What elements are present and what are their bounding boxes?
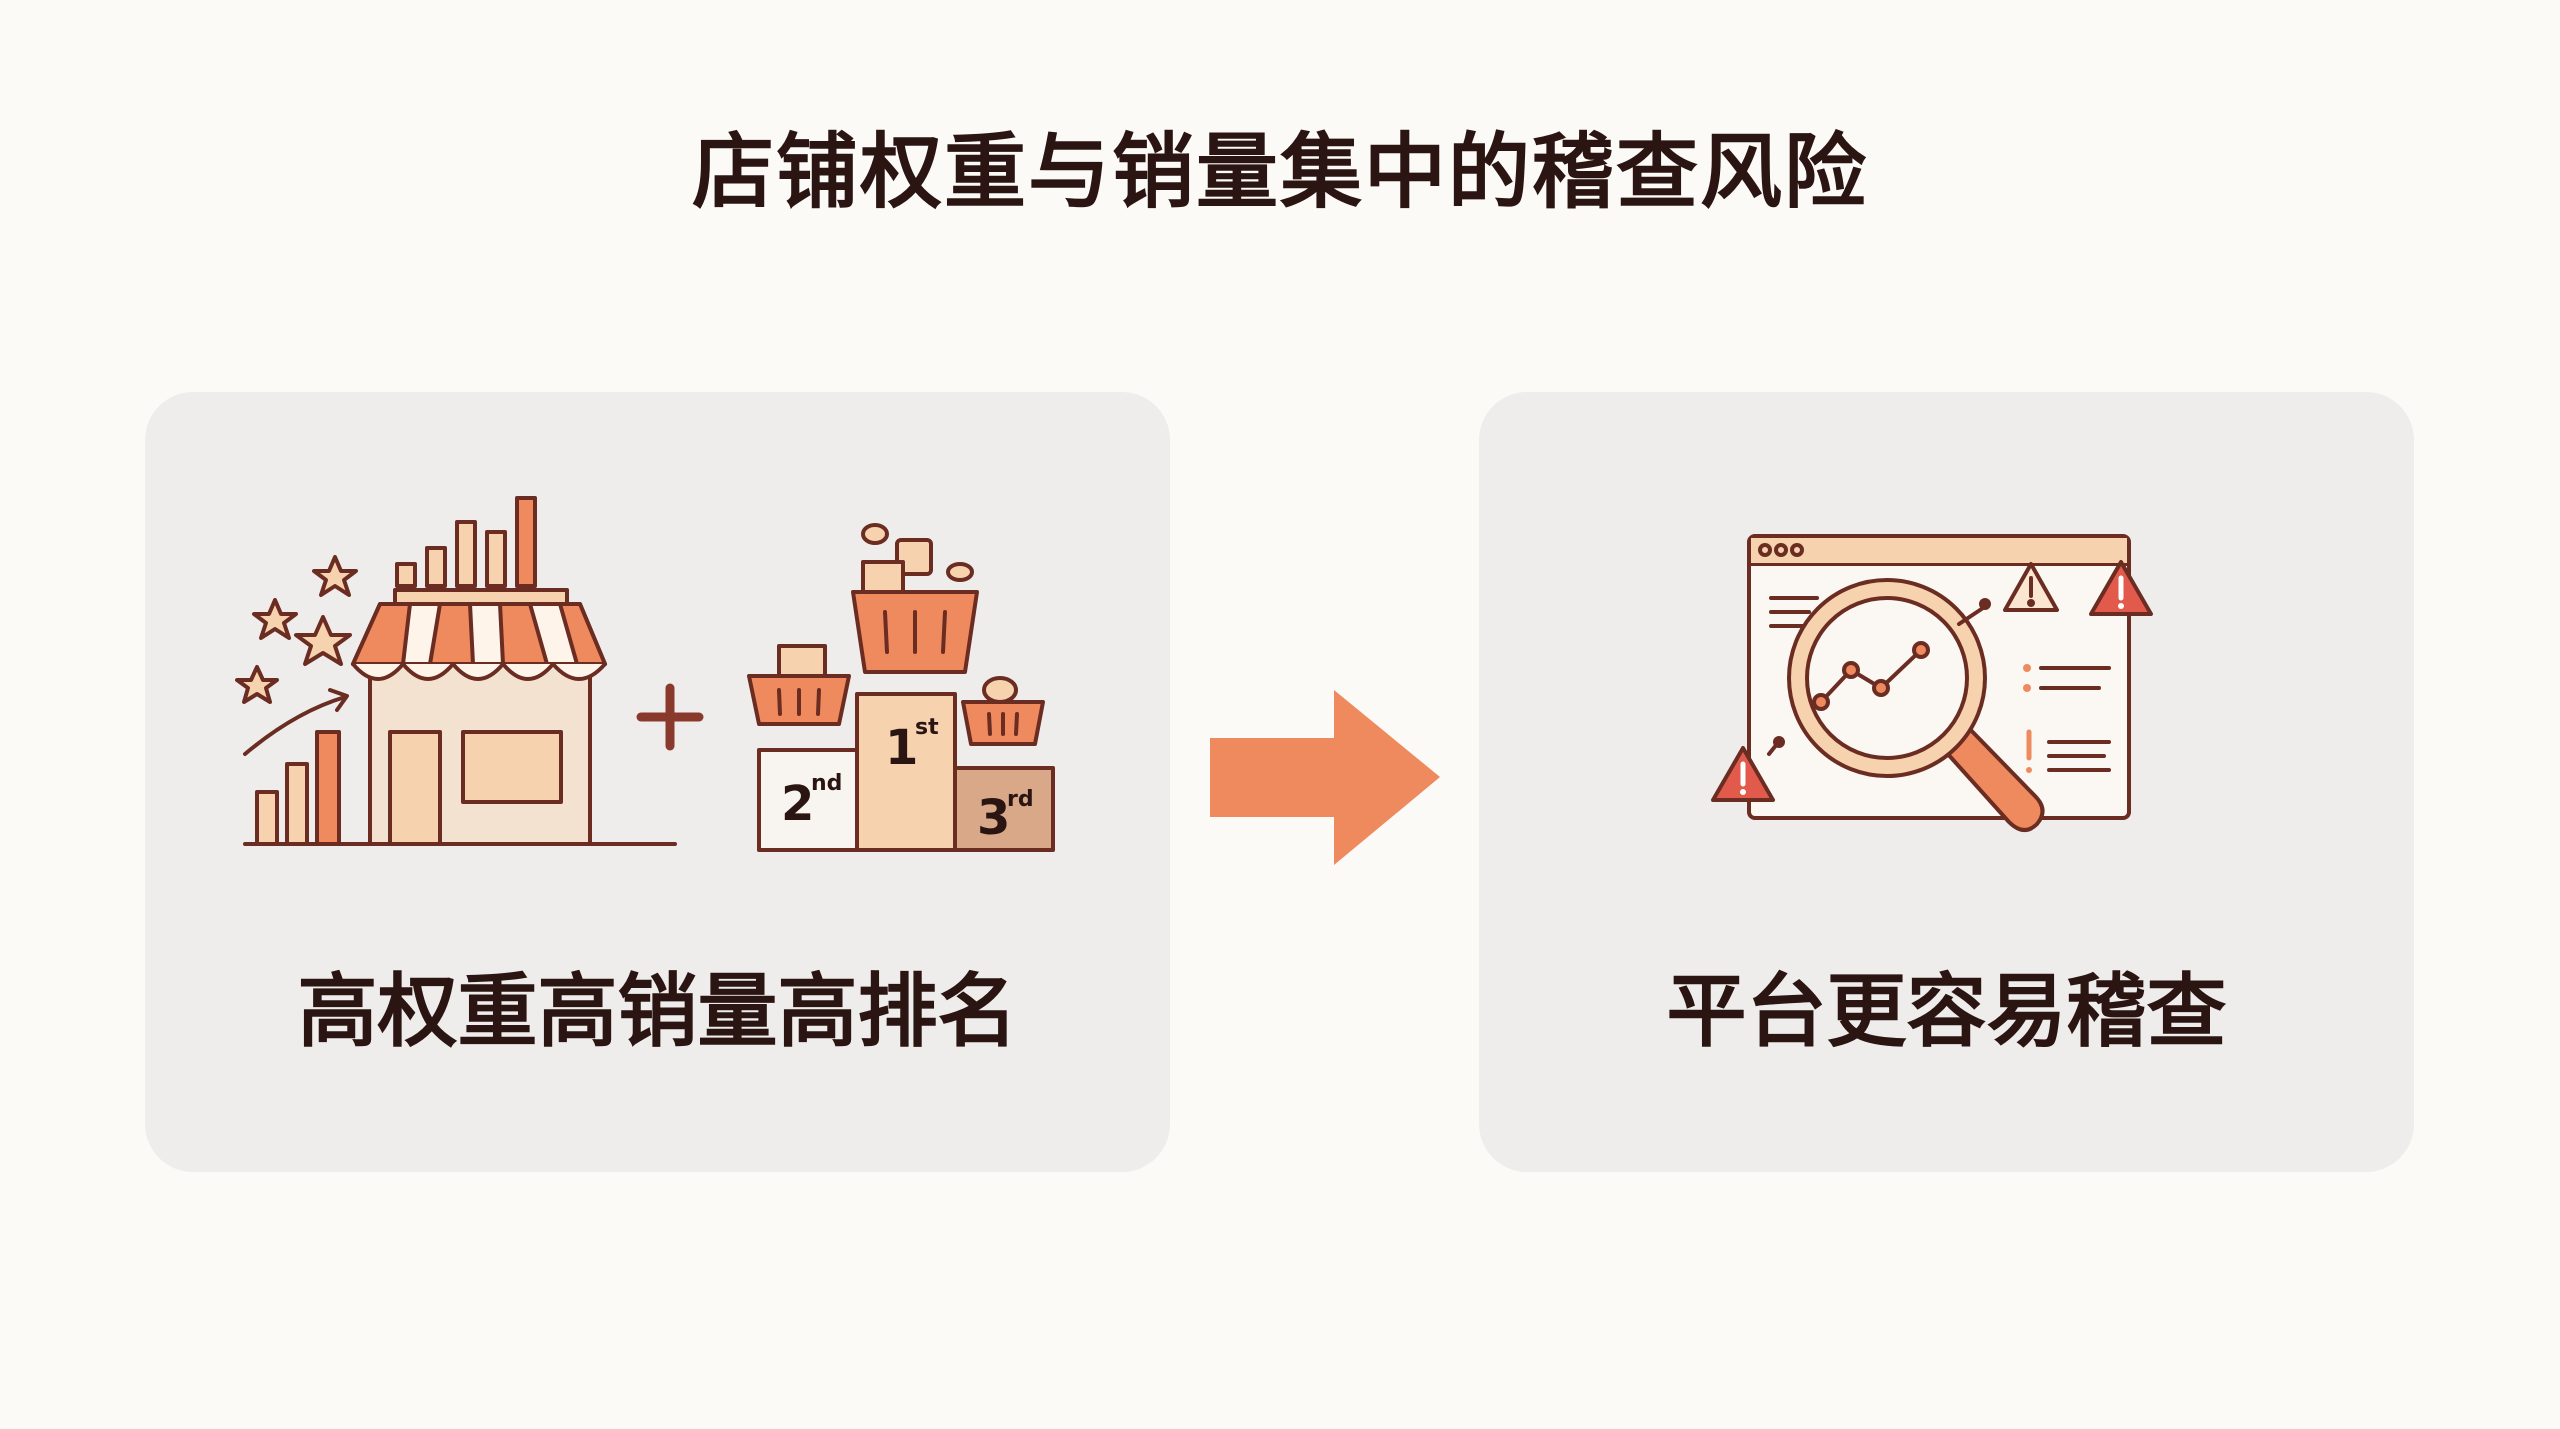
podium-third-label: 3 [977,790,1010,846]
podium-third-suffix: rd [1007,787,1034,812]
right-arrow-icon [1210,690,1440,865]
right-card-label: 平台更容易稽查 [1666,965,2227,1058]
left-card-label: 高权重高销量高排名 [297,965,1018,1058]
podium-second-suffix: nd [811,771,842,796]
audit-magnifier-icon [1711,534,2153,832]
right-card: 平台更容易稽查 [1479,392,2414,1172]
store-growth-icon [235,496,677,846]
podium-baskets-icon: 1 st 2 nd 3 rd [747,523,1055,852]
page-title: 店铺权重与销量集中的稽查风险 [691,125,1868,220]
podium-second-label: 2 [781,776,814,832]
podium-first-label: 1 [885,720,918,776]
podium-first-suffix: st [915,715,939,740]
plus-icon [636,683,704,751]
left-card: 1 st 2 nd 3 rd 高权重高销量高排名 [145,392,1170,1172]
